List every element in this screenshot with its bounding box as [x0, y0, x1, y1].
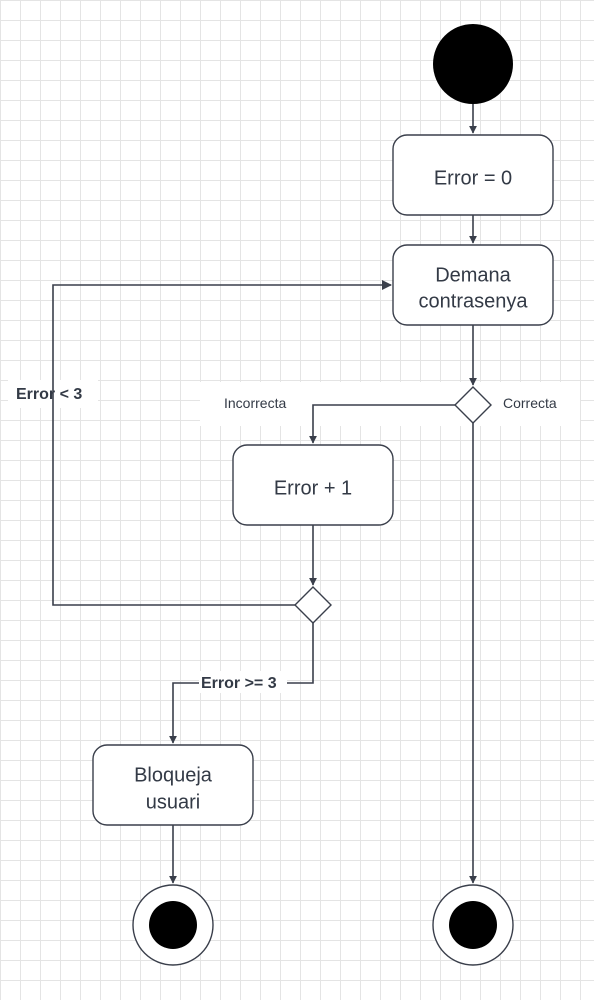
action-increment-error-label: Error + 1 [274, 477, 352, 499]
edge-retry-loop [52, 280, 392, 606]
end-node-blocked [132, 884, 214, 966]
label-background [199, 671, 287, 693]
action-increment-error [232, 444, 394, 526]
action-block-user-label-line1: Bloqueja [134, 764, 213, 786]
edge-label-limit: Error >= 3 [201, 675, 277, 692]
action-init-error [392, 134, 554, 216]
edge-label-incorrect: Incorrecta [224, 395, 286, 411]
end-node-success [432, 884, 514, 966]
decision-error-count [294, 586, 332, 624]
action-init-error-label: Error = 0 [434, 167, 512, 189]
action-ask-password [392, 244, 554, 326]
action-block-user-label-line2: usuari [146, 791, 200, 813]
action-ask-password-label-line2: contrasenya [419, 290, 529, 312]
edge-incorrect [309, 404, 455, 444]
action-block-user [92, 744, 254, 826]
start-node [433, 24, 513, 104]
decision-password-check [454, 386, 492, 424]
label-background [200, 382, 580, 426]
edge-label-retry: Error < 3 [16, 386, 82, 403]
edge-label-correct: Correcta [503, 395, 557, 411]
action-ask-password-label-line1: Demana [435, 264, 511, 286]
